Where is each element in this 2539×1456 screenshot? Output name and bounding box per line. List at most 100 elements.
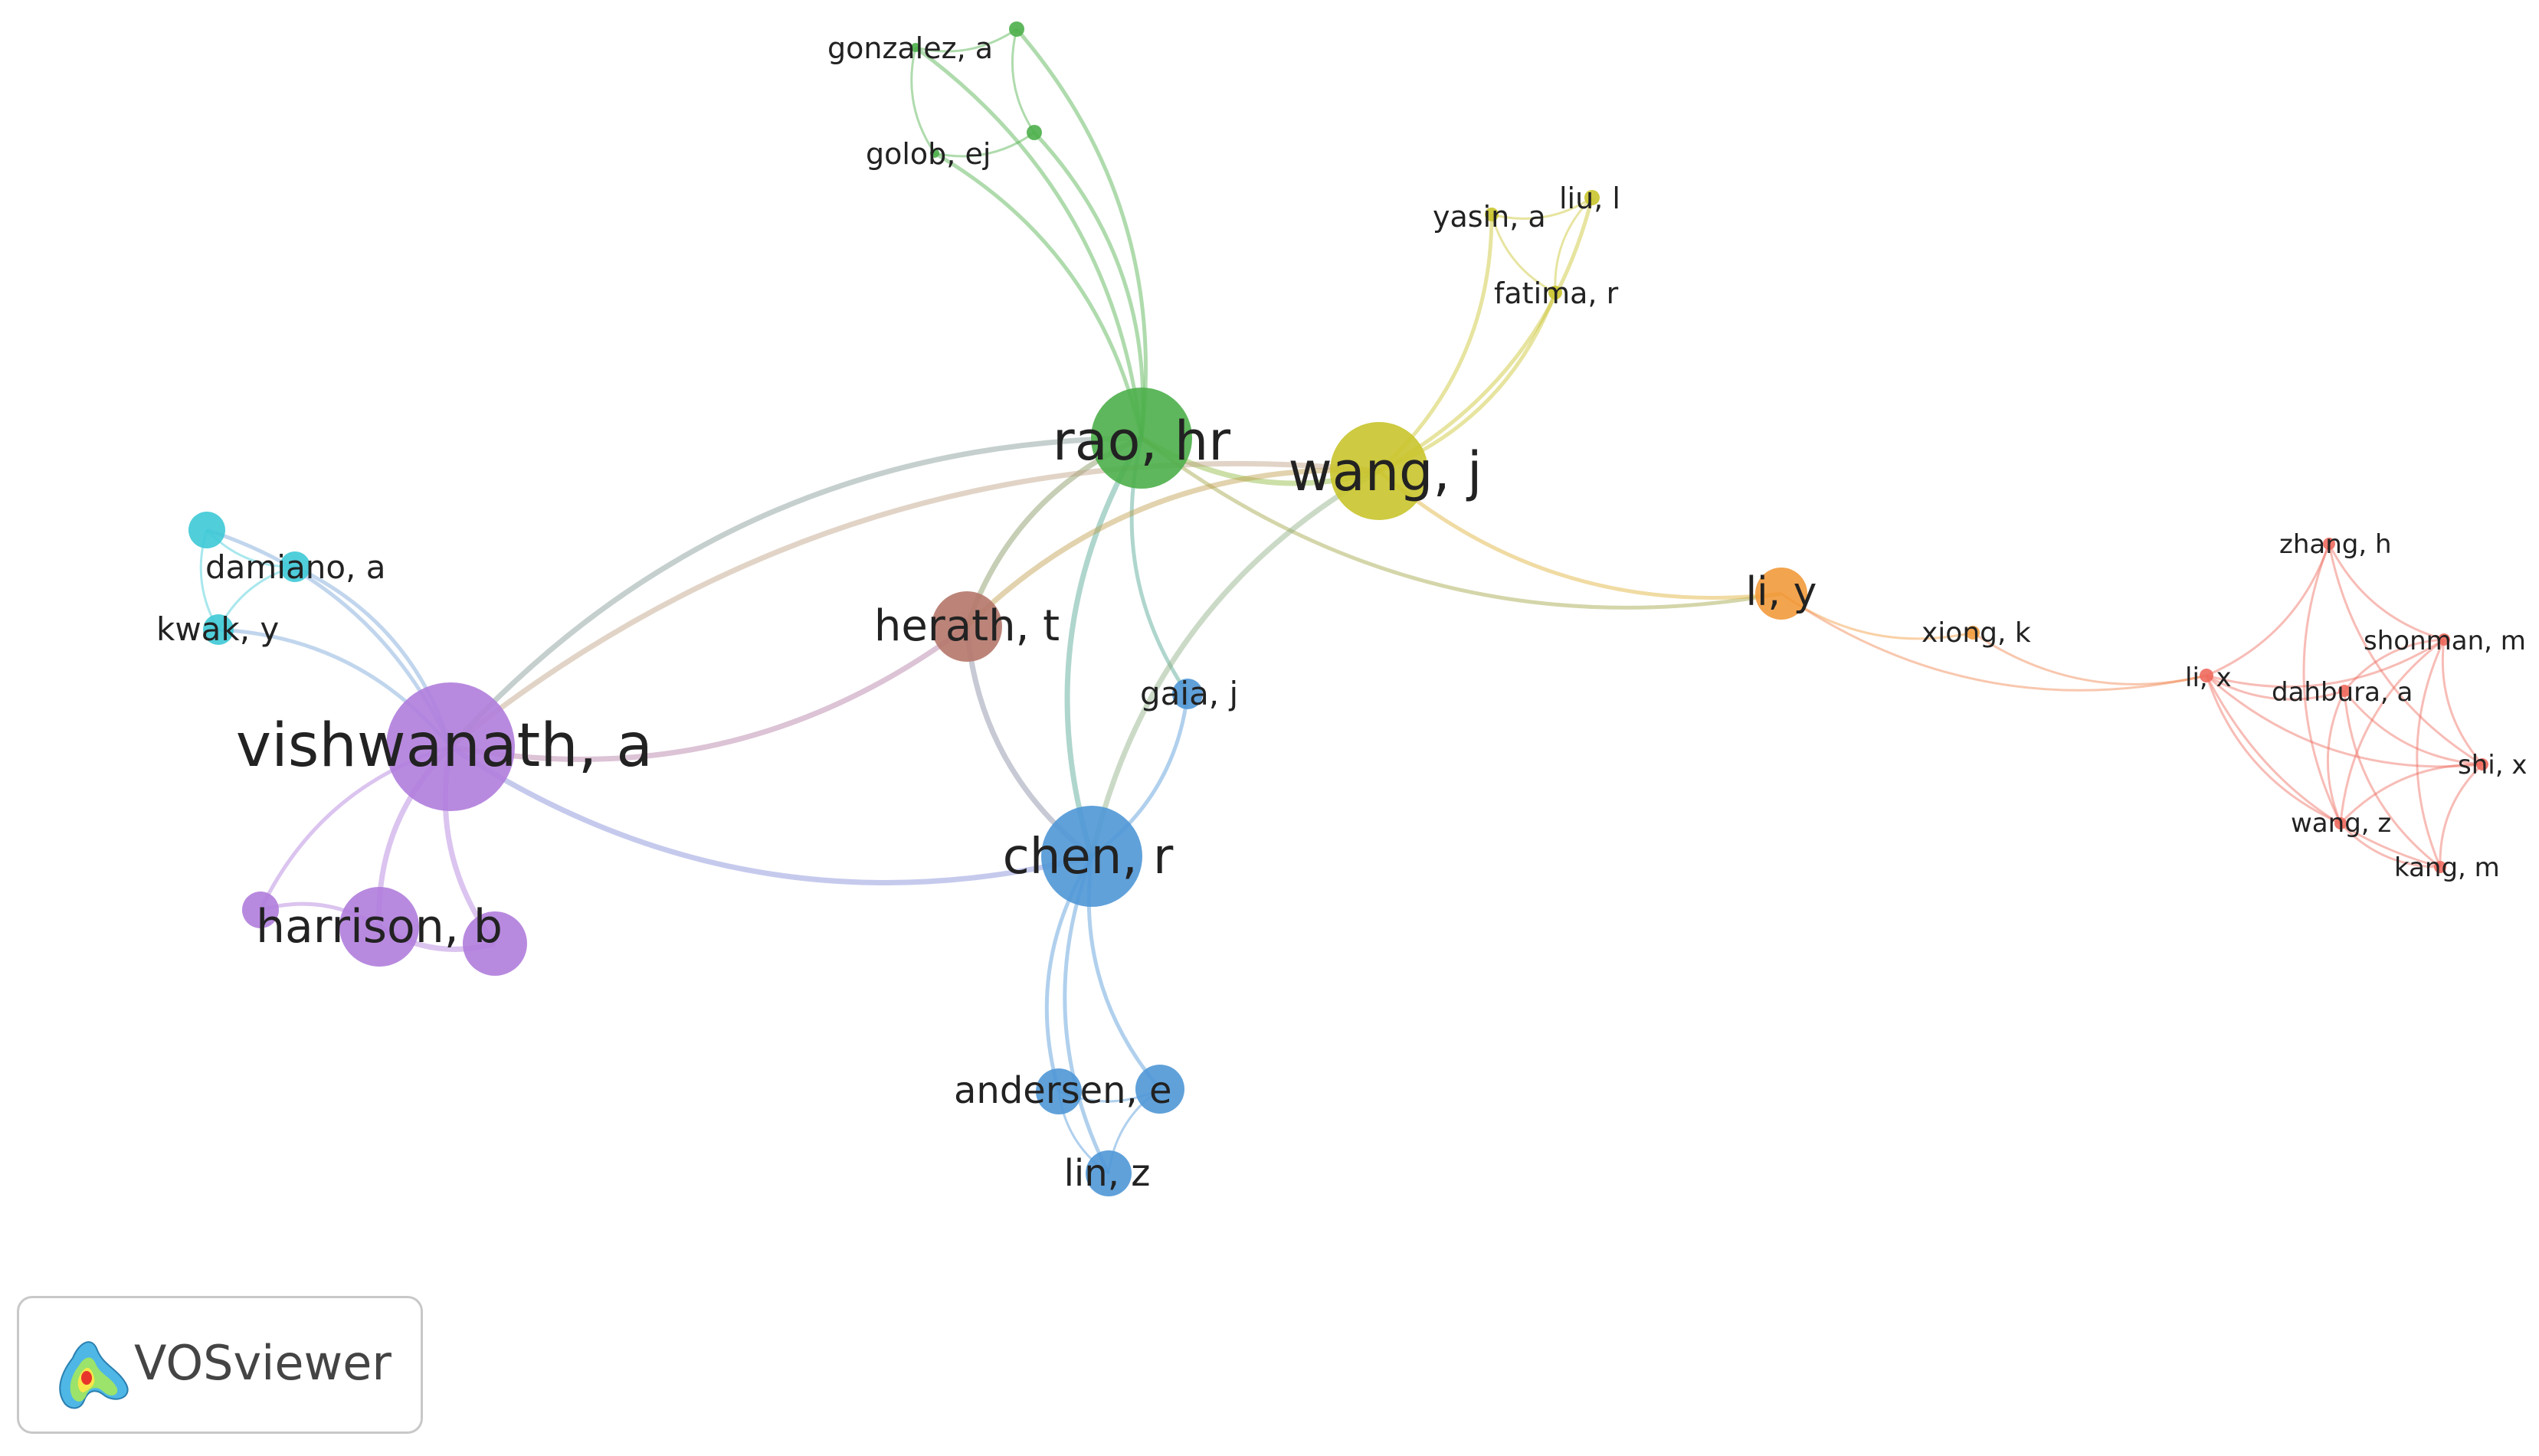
label-wang-z: wang, z	[2291, 808, 2391, 839]
label-lin: lin, z	[1064, 1152, 1151, 1195]
label-rao: rao, hr	[1053, 410, 1230, 473]
node-zhang[interactable]	[2323, 538, 2335, 550]
link-layer	[199, 28, 2484, 1175]
link-vishwanath-chen	[449, 744, 1093, 885]
node-fatima[interactable]	[1548, 286, 1562, 299]
label-li-y: li, y	[1746, 569, 1817, 615]
node-shonman[interactable]	[2438, 633, 2450, 646]
label-yasin: yasin, a	[1433, 200, 1546, 234]
label-zhang: zhang, h	[2279, 529, 2392, 560]
node-golob[interactable]	[930, 149, 939, 158]
label-chen: chen, r	[1003, 829, 1174, 885]
link-rao-green3	[1015, 28, 1148, 439]
link-shi-kang	[2439, 763, 2484, 868]
vosviewer-logo-icon	[59, 1341, 129, 1409]
node-green4[interactable]	[1027, 125, 1042, 140]
node-purple3[interactable]	[463, 911, 527, 976]
link-zhang-shi	[2328, 543, 2483, 766]
link-gonzalez-golob	[910, 47, 936, 154]
link-shonman-wang_z	[2339, 638, 2445, 824]
node-wang-j[interactable]	[1330, 422, 1428, 520]
node-purple2[interactable]	[242, 892, 279, 928]
link-green3-green4	[1011, 28, 1036, 133]
node-green3[interactable]	[1009, 21, 1024, 37]
node-chen[interactable]	[1041, 806, 1142, 907]
node-gaia[interactable]	[1172, 679, 1203, 709]
link-rao-chen	[1064, 437, 1145, 858]
link-liu-fatima	[1554, 196, 1594, 293]
node-dahbura[interactable]	[2338, 685, 2351, 697]
node-liu[interactable]	[1584, 190, 1600, 205]
link-li_y-li_x	[1781, 592, 2207, 692]
node-cyan3[interactable]	[188, 512, 225, 548]
link-li_x-dahbura	[2206, 674, 2345, 701]
node-shi[interactable]	[2476, 758, 2488, 771]
label-andersen: andersen, e	[954, 1069, 1172, 1112]
label-shonman: shonman, m	[2364, 626, 2526, 656]
node-gonzalez[interactable]	[911, 43, 920, 52]
label-layer: rao, hr gonzalez, a golob, ej wang, j yasin,…	[156, 31, 2527, 1195]
node-li-y[interactable]	[1755, 568, 1807, 620]
node-layer	[188, 21, 2488, 1196]
link-vishwanath-herath	[450, 624, 969, 762]
node-rao[interactable]	[1091, 388, 1192, 489]
link-rao-gonzalez	[914, 45, 1144, 439]
label-wang-j: wang, j	[1289, 440, 1482, 503]
link-li_x-shonman	[2206, 638, 2445, 689]
node-yasin[interactable]	[1485, 208, 1499, 221]
link-rao-golob	[933, 151, 1144, 439]
link-gonzalez-green3	[915, 28, 1017, 53]
label-harrison: harrison, b	[256, 900, 503, 954]
label-golob: golob, ej	[866, 137, 991, 171]
label-li-x: li, x	[2185, 663, 2232, 693]
link-zhang-shonman	[2328, 543, 2445, 641]
link-li_x-zhang	[2206, 543, 2331, 677]
link-xiong-li_x	[1972, 631, 2207, 685]
link-dahbura-kang	[2343, 690, 2441, 869]
node-xiong[interactable]	[1966, 626, 1980, 640]
link-li_x-shi	[2206, 674, 2483, 768]
node-harrison[interactable]	[339, 887, 419, 967]
link-zhang-wang_z	[2302, 543, 2342, 824]
link-yasin-liu	[1491, 196, 1593, 220]
label-vishwanath: vishwanath, a	[236, 712, 653, 780]
link-shonman-kang	[2416, 639, 2446, 868]
vosviewer-badge: VOSviewer	[17, 1296, 423, 1434]
link-dahbura-shi	[2343, 690, 2483, 766]
link-wang_j-li_y	[1378, 470, 1782, 600]
label-kang: kang, m	[2394, 852, 2500, 883]
link-rao-vishwanath	[448, 435, 1142, 749]
node-wang-z[interactable]	[2334, 817, 2347, 829]
node-li-x[interactable]	[2200, 669, 2213, 682]
link-yasin-fatima	[1490, 214, 1556, 294]
link-wang_j-liu	[1378, 197, 1594, 473]
vosviewer-title: VOSviewer	[134, 1335, 391, 1391]
node-vishwanath[interactable]	[386, 682, 515, 811]
label-gaia: gaia, j	[1140, 675, 1238, 712]
link-li_y-xiong	[1781, 592, 1974, 640]
node-blue4[interactable]	[1135, 1065, 1184, 1114]
node-andersen[interactable]	[1036, 1068, 1082, 1114]
label-liu: liu, l	[1559, 182, 1620, 215]
label-gonzalez: gonzalez, a	[827, 31, 993, 65]
label-fatima: fatima, r	[1494, 276, 1619, 310]
link-rao-li_y	[1140, 437, 1782, 610]
link-wang_j-chen	[1089, 468, 1381, 857]
node-damiano[interactable]	[280, 551, 310, 582]
node-kang[interactable]	[2434, 861, 2446, 873]
link-shi-wang_z	[2339, 763, 2483, 825]
link-golob-green4	[934, 131, 1035, 158]
link-shonman-shi	[2441, 639, 2484, 765]
label-xiong: xiong, k	[1921, 617, 2031, 649]
link-wang_j-herath	[965, 467, 1380, 629]
label-damiano: damiano, a	[205, 548, 385, 586]
link-dahbura-wang_z	[2326, 690, 2346, 824]
label-dahbura: dahbura, a	[2272, 677, 2413, 708]
link-wang_j-vishwanath	[448, 460, 1380, 749]
link-shonman-dahbura	[2343, 638, 2445, 692]
node-lin[interactable]	[1086, 1150, 1132, 1196]
node-kwak[interactable]	[203, 614, 234, 645]
label-kwak: kwak, y	[156, 610, 279, 648]
node-herath[interactable]	[932, 591, 1002, 662]
